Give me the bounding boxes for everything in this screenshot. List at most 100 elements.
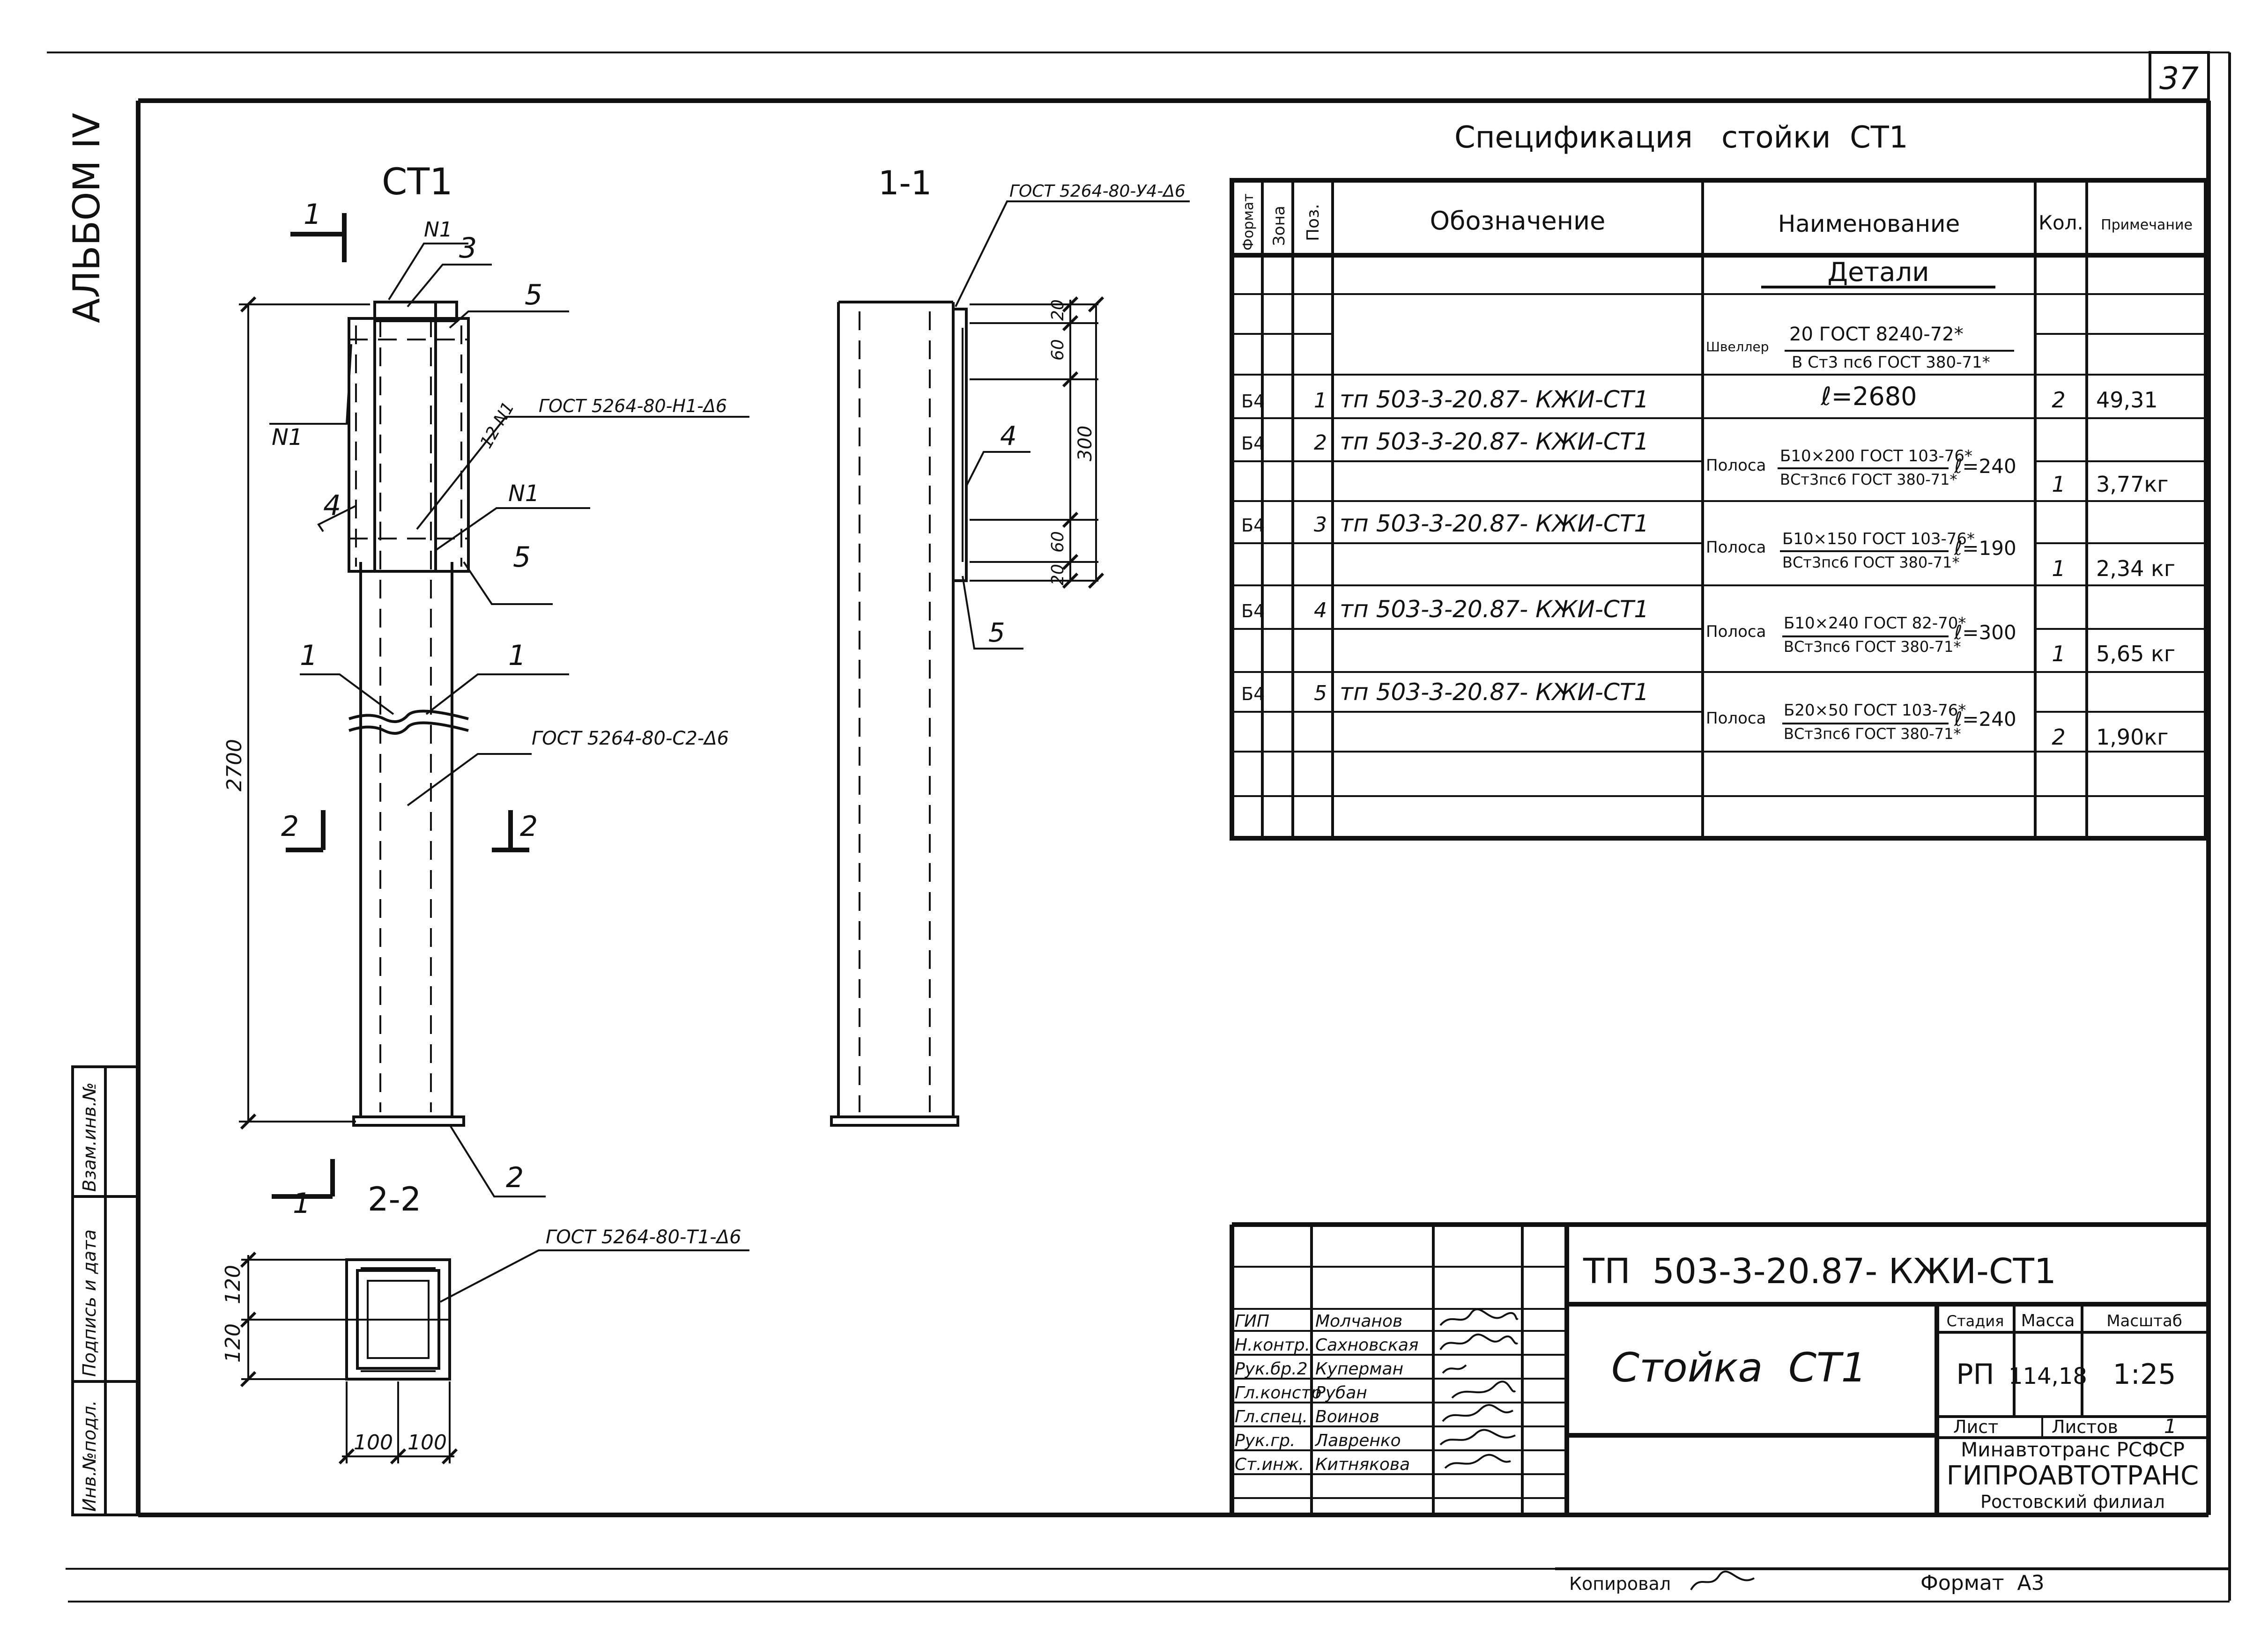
sheets-count: 1 [2164,1415,2177,1438]
column-elevation [239,213,749,1199]
label-pos1-right: 1 [508,639,526,672]
section-2-2-dim-top: 120 [221,1265,245,1304]
section-mark-1-bottom: 1 [293,1187,311,1220]
spec-row-3-designation: тп 503-3-20.87- КЖИ-СТ1 [1340,510,1649,537]
mass-label: Масса [2021,1311,2075,1330]
org-line-1: Минавтотранс РСФСР [1961,1438,2185,1461]
spec-row-2-pos: 2 [1314,431,1327,455]
side-label-replace: Взам.инв.№ [79,1082,100,1192]
stage-label: Стадия [1947,1312,2004,1330]
sheet-label: Лист [1953,1417,1998,1437]
spec-row-1-format: Б4 [1241,391,1265,412]
section-2-2-title: 2-2 [368,1180,421,1218]
scale-label: Масштаб [2106,1312,2182,1330]
spec-header-note: Примечание [2101,217,2193,233]
person-role-6: Рук.гр. [1235,1431,1295,1450]
spec-row-2-name-bottom: ВСт3пс6 ГОСТ 380-71* [1780,471,1957,488]
dimension-2700: 2700 [222,739,246,791]
side-label-inv: Инв.№подл. [79,1400,100,1512]
spec-row-3-name-top: Б10×150 ГОСТ 103-76* [1782,530,1975,548]
spec-row-5-qty: 2 [2052,724,2065,750]
section-1-1-dim-20-bottom: 20 [1048,564,1067,585]
section-1-1-dim-20-top: 20 [1048,299,1067,321]
spec-header-pos: Поз. [1304,204,1323,241]
spec-row-5-pos: 5 [1314,681,1327,705]
spec-profile-top: 20 ГОСТ 8240-72* [1789,324,1964,345]
label-n1-mid: N1 [508,480,539,507]
spec-row-5-name-top: Б20×50 ГОСТ 103-76* [1784,701,1966,720]
spec-row-4-format: Б4 [1241,601,1265,621]
spec-header-format: Формат [1240,193,1257,251]
section-1-1-drawing [830,200,1190,1127]
person-role-1: ГИП [1235,1312,1269,1331]
label-pos1-left: 1 [300,639,318,672]
spec-row-4-qty: 1 [2052,641,2065,666]
spec-table-grid [1230,178,2209,841]
spec-header-designation: Обозначение [1430,206,1606,236]
section-1-1-title: 1-1 [878,164,932,202]
section-2-2-dim-bottom: 120 [221,1323,245,1363]
section-2-2-weld: ГОСТ 5264-80-Т1-Δ6 [546,1226,741,1248]
title-block-grid [1230,1222,2206,1515]
person-name-5: Воинов [1315,1407,1379,1426]
spec-row-3-note: 2,34 кг [2096,556,2175,581]
spec-title: Спецификация стойки СТ1 [1454,120,1908,155]
spec-row-1-note: 49,31 [2096,387,2158,413]
person-name-3: Куперман [1315,1359,1403,1379]
person-role-3: Рук.бр.2 [1235,1359,1308,1379]
label-pos2: 2 [506,1161,524,1194]
spec-row-5-designation: тп 503-3-20.87- КЖИ-СТ1 [1340,679,1649,706]
label-n1-left: N1 [272,424,303,450]
page-number: 37 [2159,60,2199,96]
section-2-2-dim-left: 100 [354,1431,393,1455]
spec-row-4-pos: 4 [1314,598,1327,622]
spec-row-4-length: ℓ=300 [1954,621,2016,644]
spec-row-5-note: 1,90кг [2096,724,2168,750]
person-name-2: Сахновская [1315,1336,1419,1355]
label-n12: 12 N1 [476,399,518,451]
section-1-1-dim-60-bottom: 60 [1048,531,1067,553]
section-2-2-dim-right: 100 [408,1431,447,1455]
person-name-1: Молчанов [1315,1312,1402,1331]
spec-row-5-length: ℓ=240 [1954,708,2016,731]
section-1-1-weld: ГОСТ 5264-80-У4-Δ6 [1009,182,1186,201]
spec-row-5-format: Б4 [1241,684,1265,704]
section-mark-2-left: 2 [281,810,299,843]
stage-value: РП [1956,1358,1994,1391]
spec-row-2-prefix: Полоса [1706,456,1766,475]
org-line-2: ГИПРОАВТОТРАНС [1947,1461,2199,1491]
spec-row-4-designation: тп 503-3-20.87- КЖИ-СТ1 [1340,596,1649,623]
spec-row-3-prefix: Полоса [1706,538,1766,557]
spec-header-qty: Кол. [2038,211,2083,234]
signatures [1439,1308,1519,1469]
label-pos3: 3 [459,232,477,265]
label-pos4: 4 [323,489,341,522]
spec-row-4-name-top: Б10×240 ГОСТ 82-70* [1784,614,1966,633]
spec-row-5-name-bottom: ВСт3пс6 ГОСТ 380-71* [1784,725,1961,743]
person-name-6: Лавренко [1314,1431,1401,1450]
spec-row-4-prefix: Полоса [1706,622,1766,641]
label-pos5-top: 5 [525,279,542,311]
person-name-7: Китнякова [1315,1455,1410,1474]
spec-header-zone: Зона [1270,206,1289,246]
copied-label: Копировал [1569,1573,1671,1594]
section-1-1-pos4: 4 [1000,421,1017,451]
album-label: АЛЬБОМ IV [66,113,108,323]
label-pos5-bottom: 5 [513,541,531,574]
copied-signature [1690,1570,1755,1591]
section-mark-2-right: 2 [520,810,538,843]
org-line-3: Ростовский филиал [1980,1492,2165,1512]
spec-row-1-designation: тп 503-3-20.87- КЖИ-СТ1 [1340,386,1649,413]
spec-row-2-name-top: Б10×200 ГОСТ 103-76* [1780,447,1972,465]
spec-row-1-pos: 1 [1314,389,1327,413]
doc-code: ТП 503-3-20.87- КЖИ-СТ1 [1583,1251,2056,1292]
person-name-4: Рубан [1315,1383,1367,1403]
product-name: Стойка СТ1 [1611,1344,1867,1391]
scale-value: 1:25 [2113,1358,2176,1391]
spec-header-name: Наименование [1778,210,1960,237]
person-role-5: Гл.спец. [1235,1407,1308,1426]
spec-row-3-name-bottom: ВСт3пс6 ГОСТ 380-71* [1782,554,1959,571]
side-stamp [71,1065,140,1516]
spec-row-2-format: Б4 [1241,433,1265,454]
